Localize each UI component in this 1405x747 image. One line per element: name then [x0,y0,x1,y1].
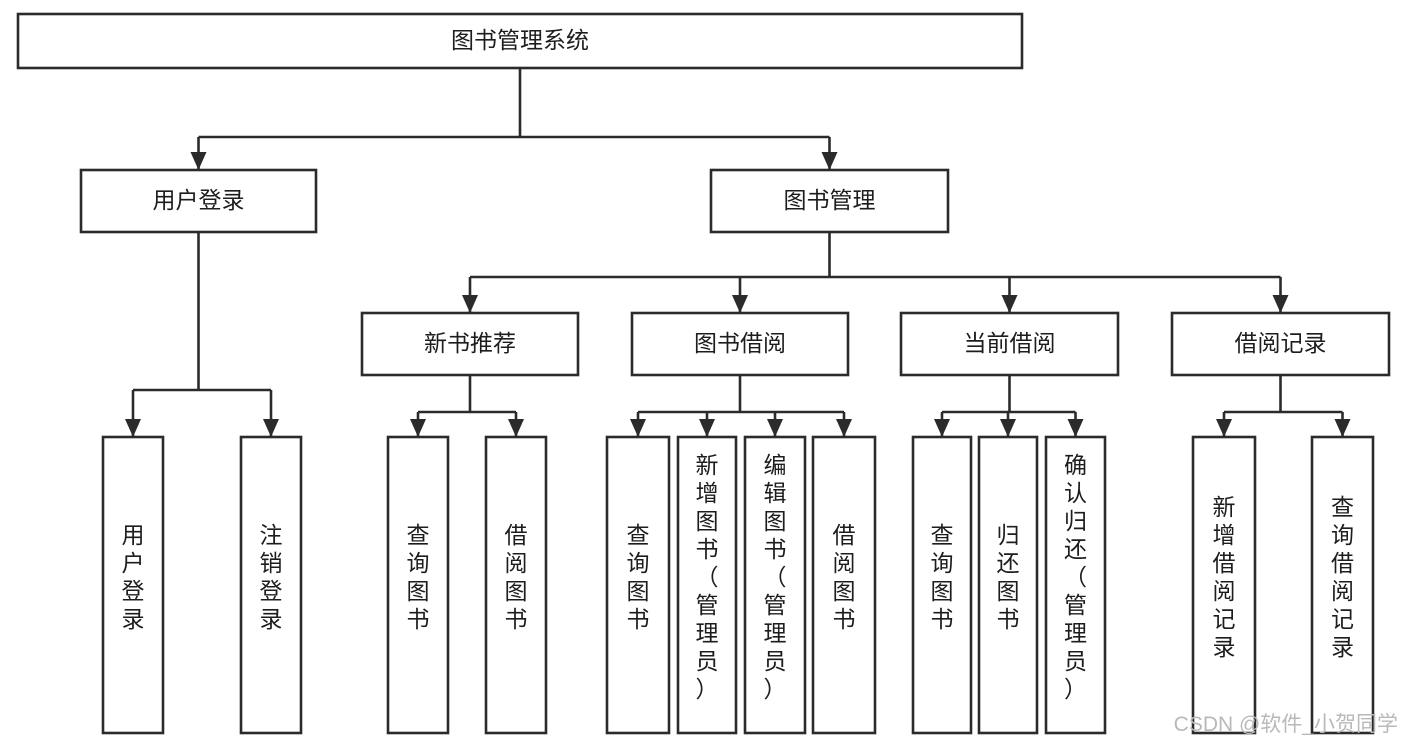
node-rect-leaf-borrow-book [811,435,877,735]
node-rect-book-management [709,168,950,234]
arrow-head-book-borrow-3 [836,419,852,437]
node-label-leaf-query-book-recommend: 查询图书 [407,522,430,632]
node-label-leaf-add-borrow-record: 新增借阅记录 [1213,494,1236,660]
node-label-book-management: 图书管理 [784,187,876,213]
node-rect-leaf-return-book [977,435,1039,735]
arrow-head-book-borrow-1 [699,419,715,437]
node-book-management[interactable]: 图书管理 [709,168,950,234]
node-rect-book-borrow [630,311,850,377]
node-rect-leaf-edit-book [743,435,807,735]
node-label-leaf-borrow-book: 借阅图书 [833,522,856,632]
arrow-head-book-management-3 [1272,295,1289,313]
node-label-leaf-query-book-current: 查询图书 [931,522,954,632]
node-label-borrow-records: 借阅记录 [1235,330,1327,356]
node-book-borrow[interactable]: 图书借阅 [630,311,850,377]
node-leaf-query-book-current[interactable]: 查询图书 [911,435,973,735]
node-rect-leaf-query-book-recommend [386,435,450,735]
node-new-book-recommend[interactable]: 新书推荐 [360,311,580,377]
node-borrow-records[interactable]: 借阅记录 [1170,311,1391,377]
node-leaf-borrow-book-recommend[interactable]: 借阅图书 [484,435,548,735]
node-rect-leaf-add-borrow-record [1191,435,1257,735]
node-rect-leaf-query-borrow-record [1310,435,1375,735]
arrow-head-root-1 [821,152,838,170]
node-label-current-borrow: 当前借阅 [964,330,1056,356]
arrow-head-new-book-recommend-0 [410,419,426,437]
node-leaf-query-borrow-record[interactable]: 查询借阅记录 [1310,435,1375,735]
arrow-head-current-borrow-0 [934,419,950,437]
node-rect-root [16,12,1024,70]
node-leaf-confirm-return[interactable]: 确认归还（管理员） [1044,435,1107,735]
node-label-user-login: 用户登录 [153,187,245,213]
node-label-leaf-user-login: 用户登录 [122,522,145,632]
node-rect-leaf-query-book-borrow [605,435,671,735]
node-leaf-add-borrow-record[interactable]: 新增借阅记录 [1191,435,1257,735]
node-leaf-return-book[interactable]: 归还图书 [977,435,1039,735]
node-rect-leaf-logout [239,435,303,735]
node-label-book-borrow: 图书借阅 [694,330,786,356]
node-rect-leaf-query-book-current [911,435,973,735]
node-leaf-user-login[interactable]: 用户登录 [101,435,165,735]
node-user-login[interactable]: 用户登录 [79,168,318,234]
arrow-head-user-login-0 [125,419,141,437]
node-label-leaf-edit-book: 编辑图书（管理员） [764,452,787,702]
node-rect-new-book-recommend [360,311,580,377]
node-label-leaf-borrow-book-recommend: 借阅图书 [505,522,528,632]
connector-lines [125,68,1351,437]
node-rect-leaf-user-login [101,435,165,735]
csdn-watermark: CSDN @软件_小贺同学 [1174,713,1398,736]
arrow-head-new-book-recommend-1 [508,419,524,437]
arrow-head-current-borrow-2 [1067,419,1084,437]
arrow-head-current-borrow-1 [1000,419,1016,437]
node-leaf-query-book-recommend[interactable]: 查询图书 [386,435,450,735]
node-label-leaf-add-book: 新增图书（管理员） [696,452,719,702]
node-leaf-query-book-borrow[interactable]: 查询图书 [605,435,671,735]
arrow-head-book-management-1 [732,295,748,313]
node-boxes: 图书管理系统用户登录图书管理新书推荐图书借阅当前借阅借阅记录用户登录注销登录查询… [16,12,1391,735]
arrow-head-book-management-2 [1001,295,1018,313]
node-label-leaf-query-book-borrow: 查询图书 [627,522,650,632]
arrow-head-user-login-1 [263,419,279,437]
arrow-head-book-management-0 [462,295,478,313]
node-label-leaf-logout: 注销登录 [260,522,283,632]
node-leaf-borrow-book[interactable]: 借阅图书 [811,435,877,735]
node-leaf-add-book[interactable]: 新增图书（管理员） [676,435,738,735]
node-rect-leaf-borrow-book-recommend [484,435,548,735]
node-current-borrow[interactable]: 当前借阅 [899,311,1120,377]
arrow-head-book-borrow-0 [630,419,646,437]
arrow-head-borrow-records-1 [1334,419,1351,437]
node-rect-user-login [79,168,318,234]
node-label-root: 图书管理系统 [451,27,589,53]
arrow-head-borrow-records-0 [1216,419,1232,437]
node-leaf-edit-book[interactable]: 编辑图书（管理员） [743,435,807,735]
node-root[interactable]: 图书管理系统 [16,12,1024,70]
node-label-leaf-return-book: 归还图书 [997,522,1020,632]
arrow-head-book-borrow-2 [767,419,783,437]
node-rect-current-borrow [899,311,1120,377]
arrow-head-root-0 [190,152,207,170]
node-label-new-book-recommend: 新书推荐 [424,330,516,356]
node-rect-leaf-add-book [676,435,738,735]
node-rect-leaf-confirm-return [1044,435,1107,735]
node-rect-borrow-records [1170,311,1391,377]
node-label-leaf-confirm-return: 确认归还（管理员） [1064,452,1087,702]
node-label-leaf-query-borrow-record: 查询借阅记录 [1331,494,1354,660]
node-leaf-logout[interactable]: 注销登录 [239,435,303,735]
